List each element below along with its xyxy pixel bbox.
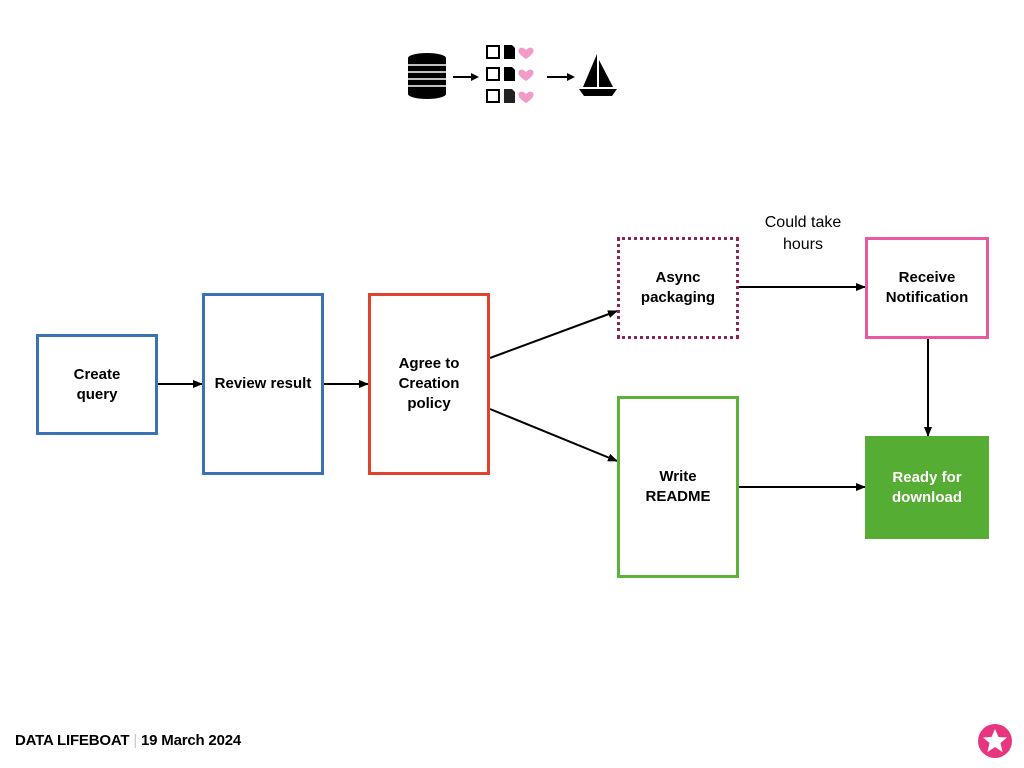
header-graphic <box>408 45 617 103</box>
node-create-query: Create query <box>36 334 158 435</box>
footer: DATA LIFEBOAT|19 March 2024 <box>15 732 241 749</box>
node-ready-download: Ready for download <box>865 436 989 539</box>
node-receive-notification: Receive Notification <box>865 237 989 339</box>
node-review-result: Review result <box>202 293 324 475</box>
footer-title: DATA LIFEBOAT <box>15 732 130 749</box>
database-icon <box>408 53 446 99</box>
node-label: Ready for download <box>892 468 962 506</box>
edge-agree-to-readme <box>489 408 618 462</box>
sailboat-icon <box>579 54 617 96</box>
star-flower-logo <box>975 722 1015 758</box>
footer-separator: | <box>133 732 138 749</box>
node-label: Write README <box>645 468 711 505</box>
edge-agree-to-async <box>489 310 618 359</box>
node-label: Receive Notification <box>885 269 969 306</box>
checklist-icon <box>486 45 534 103</box>
node-label: Create query <box>73 365 121 403</box>
arrow-right-icon <box>453 73 479 81</box>
node-label: Review result <box>214 375 312 392</box>
node-write-readme: Write README <box>617 396 739 578</box>
edge-annotation: Could take hours <box>764 214 842 253</box>
node-async-packaging: Async packaging <box>617 237 739 339</box>
arrow-right-icon <box>547 73 575 81</box>
node-label: Agree to Creation policy <box>398 355 460 412</box>
footer-date: 19 March 2024 <box>141 732 241 749</box>
node-agree-policy: Agree to Creation policy <box>368 293 490 475</box>
node-label: Async packaging <box>640 269 716 306</box>
